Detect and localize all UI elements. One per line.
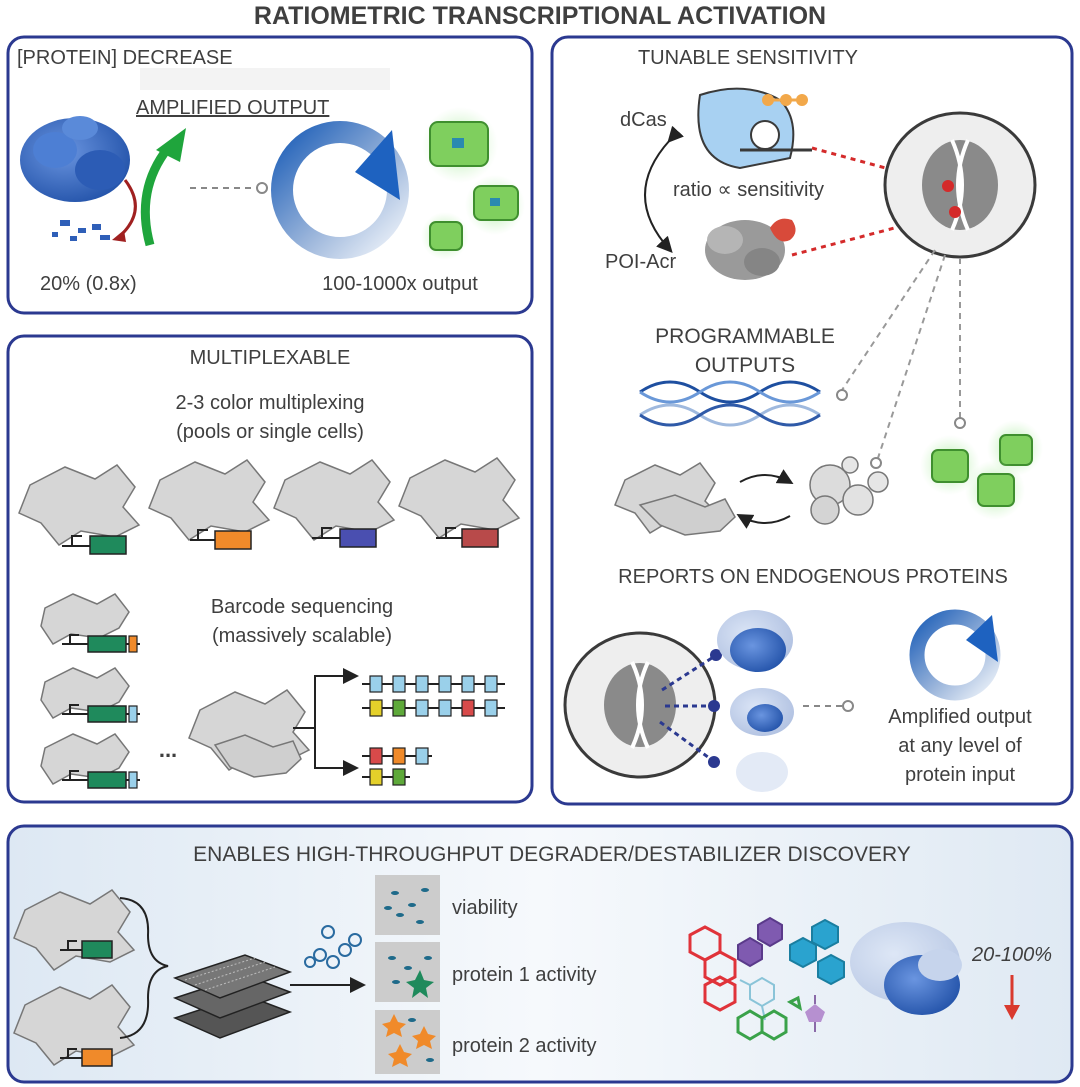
ellipsis: ... [159, 737, 177, 762]
cell-cluster-icon [188, 689, 311, 778]
amplified-output-line1: Amplified output [888, 706, 1032, 728]
dcas-protein-icon [697, 87, 812, 170]
ratio-sensitivity-label: ratio ∝ sensitivity [673, 179, 824, 201]
barcode-reads-upper [362, 675, 505, 717]
amplified-output-label: AMPLIFIED OUTPUT [136, 97, 329, 119]
connector-dot [708, 756, 720, 768]
compound-purple-icon [737, 916, 783, 968]
decrease-arrow [118, 179, 137, 238]
panel-heading: ENABLES HIGH-THROUGHPUT DEGRADER/DESTABI… [193, 843, 911, 866]
dna-helix-icon [639, 380, 821, 427]
cell-pool-red [398, 457, 521, 548]
multiplex-line2: (pools or single cells) [176, 421, 364, 443]
connector-node [870, 457, 882, 469]
amplified-output-line2: at any level of [898, 735, 1022, 757]
amplification-cycle-icon [909, 609, 1001, 701]
decrease-arrowhead [112, 230, 126, 242]
gray-dashed-connector [877, 254, 946, 459]
cell-nucleus-icon [883, 111, 1037, 259]
cell-pool-orange [148, 459, 271, 550]
reporter-gene-green [89, 535, 127, 555]
barcode-line1: Barcode sequencing [211, 596, 393, 618]
compound-cyan-icon [789, 918, 845, 986]
protein2-activity-label: protein 2 activity [452, 1035, 597, 1057]
connector-node [842, 700, 854, 712]
fluorescent-protein-icon [421, 107, 525, 260]
programmable-heading-2: OUTPUTS [695, 354, 795, 377]
connector-dot [710, 649, 722, 661]
poi-acr-protein-icon [705, 218, 796, 280]
compound-red-icon [688, 925, 737, 1012]
connector-dot [708, 700, 720, 712]
readout-well-viability [375, 875, 440, 935]
connector-node [256, 182, 268, 194]
viability-label: viability [452, 897, 518, 919]
endogenous-protein-low-icon [736, 752, 788, 792]
pooling-bracket [119, 897, 169, 1039]
figure-title: RATIOMETRIC TRANSCRIPTIONAL ACTIVATION [254, 2, 826, 30]
readout-well-protein2 [375, 1010, 440, 1074]
multiplex-line1: 2-3 color multiplexing [176, 392, 365, 414]
microplate-stack-icon [172, 954, 293, 1039]
panel-protein-decrease: [PROTEIN] DECREASE AMPLIFIED OUTPUT 20% … [6, 35, 534, 315]
amplified-output-line3: protein input [905, 764, 1016, 786]
split-arrow [293, 668, 359, 729]
switch-arrow-top [739, 469, 794, 484]
barcoded-cell-lightblue [40, 667, 140, 723]
barcoded-cell-orange [40, 593, 140, 653]
amplification-cycle-icon [271, 121, 409, 259]
switch-arrow-bottom [736, 514, 791, 529]
panel-border [6, 35, 534, 315]
fluorescent-protein-icon [920, 420, 1043, 520]
compound-green-icon [736, 995, 803, 1041]
compound-lilac-icon [805, 995, 825, 1032]
panel-degrader-discovery: ENABLES HIGH-THROUGHPUT DEGRADER/DESTABI… [6, 824, 1074, 1084]
amplify-arrowhead [156, 128, 186, 162]
protein-fragments-icon [52, 220, 110, 241]
connector-node [836, 389, 848, 401]
panel-heading: [PROTEIN] DECREASE [17, 47, 233, 69]
protein-structure-icon [20, 116, 130, 202]
cell-pool-orange [13, 984, 136, 1067]
navy-dotted-connector [661, 654, 716, 692]
ratio-curved-arrow [644, 125, 684, 253]
programmable-heading-1: PROGRAMMABLE [655, 325, 835, 348]
connector-node [954, 417, 966, 429]
endogenous-protein-mid-icon [730, 688, 794, 736]
degradation-range-label: 20-100% [971, 944, 1052, 966]
navy-dotted-connector [659, 720, 713, 762]
target-protein-icon [850, 922, 962, 1015]
panel-heading: MULTIPLEXABLE [190, 347, 351, 369]
protein1-activity-label: protein 1 activity [452, 964, 597, 986]
reporter-gene-blue [339, 528, 377, 548]
panel-heading: TUNABLE SENSITIVITY [638, 47, 858, 69]
down-arrow-icon [1004, 975, 1020, 1020]
readout-well-protein1 [375, 942, 440, 1002]
barcode-line2: (massively scalable) [212, 625, 392, 647]
reports-heading: REPORTS ON ENDOGENOUS PROTEINS [618, 566, 1008, 588]
cell-pool-green [13, 889, 136, 971]
barcoded-cell-lightblue [40, 733, 140, 789]
heading-shadow [140, 68, 390, 90]
dcas-label: dCas [620, 109, 667, 131]
output-fold-label: 100-1000x output [322, 273, 478, 295]
split-arrow [314, 728, 359, 776]
apoptotic-cell-icon [809, 456, 889, 525]
barcode-reads-lower [362, 747, 432, 786]
cell-pool-green [18, 464, 141, 555]
amplify-arrow [140, 145, 172, 247]
red-dashed-connector [811, 146, 949, 187]
small-molecule-library-icon [304, 925, 362, 969]
panel-multiplexable: MULTIPLEXABLE 2-3 color multiplexing (po… [6, 334, 534, 804]
endogenous-protein-high-icon [717, 610, 793, 672]
reporter-gene-red [461, 528, 499, 548]
cell-cluster-icon [614, 462, 736, 536]
input-percentage-label: 20% (0.8x) [40, 273, 137, 295]
cell-pool-blue [273, 459, 396, 548]
poi-acr-label: POI-Acr [605, 251, 676, 273]
panel-tunable-sensitivity: TUNABLE SENSITIVITY dCas ratio ∝ sensiti… [550, 35, 1074, 806]
reporter-gene-orange [214, 530, 252, 550]
cell-nucleus-icon [563, 631, 717, 779]
